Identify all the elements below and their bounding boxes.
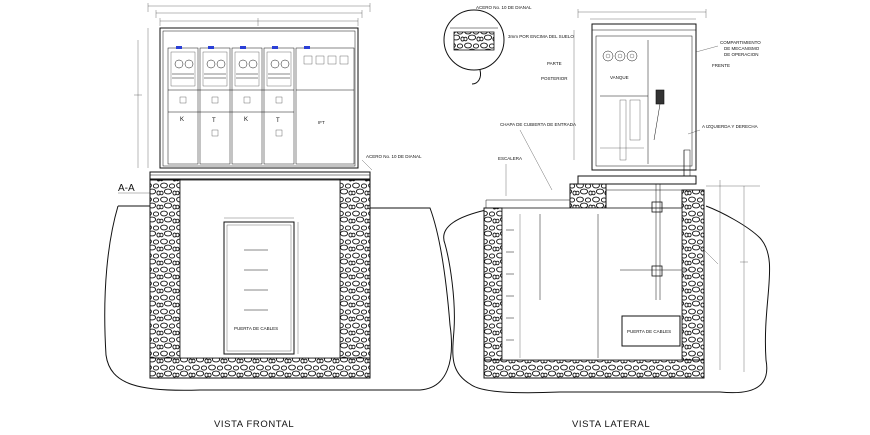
front-top-dimensions xyxy=(147,3,371,26)
chapa-label: CHAPA DE CUBIERTA DE ENTRADA xyxy=(500,122,576,127)
steel-detail-callout: ACERO No. 10 DE DIANAL 3mm POR ENCIMA DE… xyxy=(443,5,574,85)
front-pit xyxy=(149,179,371,379)
compartment-label-2: DE MECANISMO xyxy=(724,46,760,51)
side-door-label: PUERTA DE CABLES xyxy=(627,329,671,334)
ground-offset-label: 3mm POR ENCIMA DEL SUELO xyxy=(508,34,574,39)
cell-mechanisms xyxy=(170,46,310,87)
side-equipment: VANQUE xyxy=(600,40,665,164)
side-view: ACERO No. 10 DE DIANAL 3mm POR ENCIMA DE… xyxy=(443,5,771,430)
front-steel-label: ACERO No. 10 DE DIANAL xyxy=(366,154,422,159)
side-view-title: VISTA LATERAL xyxy=(572,419,650,430)
side-ground-line xyxy=(443,205,771,394)
cell-letter-4: T xyxy=(276,118,280,124)
busbar-terminal xyxy=(272,46,278,49)
compartment-label-1: COMPARTIMIENTO xyxy=(720,40,761,45)
ladder xyxy=(506,229,514,341)
vanque-label: VANQUE xyxy=(610,75,629,80)
side-cable-door: PUERTA DE CABLES xyxy=(621,315,681,347)
cable-door: PUERTA DE CABLES xyxy=(223,217,299,355)
front-ground-line xyxy=(104,205,452,391)
front-door-label: PUERTA DE CABLES xyxy=(234,326,278,331)
posterior-label: POSTERIOR xyxy=(541,76,568,81)
side-base-frame xyxy=(577,175,697,185)
frente-label: FRENTE xyxy=(712,63,730,68)
switchgear-cells: K T K T IFT xyxy=(167,46,355,165)
busbar-terminal xyxy=(240,46,246,49)
escalera-label: ESCALERA xyxy=(498,156,522,161)
compartment-label-3: DE OPERACION xyxy=(724,52,759,57)
side-pit xyxy=(483,183,705,379)
busbar-terminal xyxy=(304,46,310,49)
ft-label: IFT xyxy=(318,120,325,125)
cell-letter-3: K xyxy=(244,117,248,123)
cell-letter-1: K xyxy=(180,117,184,123)
side-enclosure xyxy=(591,23,697,171)
izquierda-label: A IZQUIERDA Y DERECHA xyxy=(702,124,758,129)
front-base-frame xyxy=(149,171,371,180)
front-housing xyxy=(159,27,359,169)
busbar-terminal xyxy=(208,46,214,49)
cell-letter-2: T xyxy=(212,118,216,124)
section-mark: A-A xyxy=(118,183,135,194)
busbar-terminal xyxy=(176,46,182,49)
front-view-title: VISTA FRONTAL xyxy=(214,419,294,430)
front-view: K T K T IFT ACERO No. 10 DE DIANAL A-A xyxy=(104,3,452,430)
side-steel-label: ACERO No. 10 DE DIANAL xyxy=(476,5,532,10)
parte-label: PARTE xyxy=(547,61,562,66)
